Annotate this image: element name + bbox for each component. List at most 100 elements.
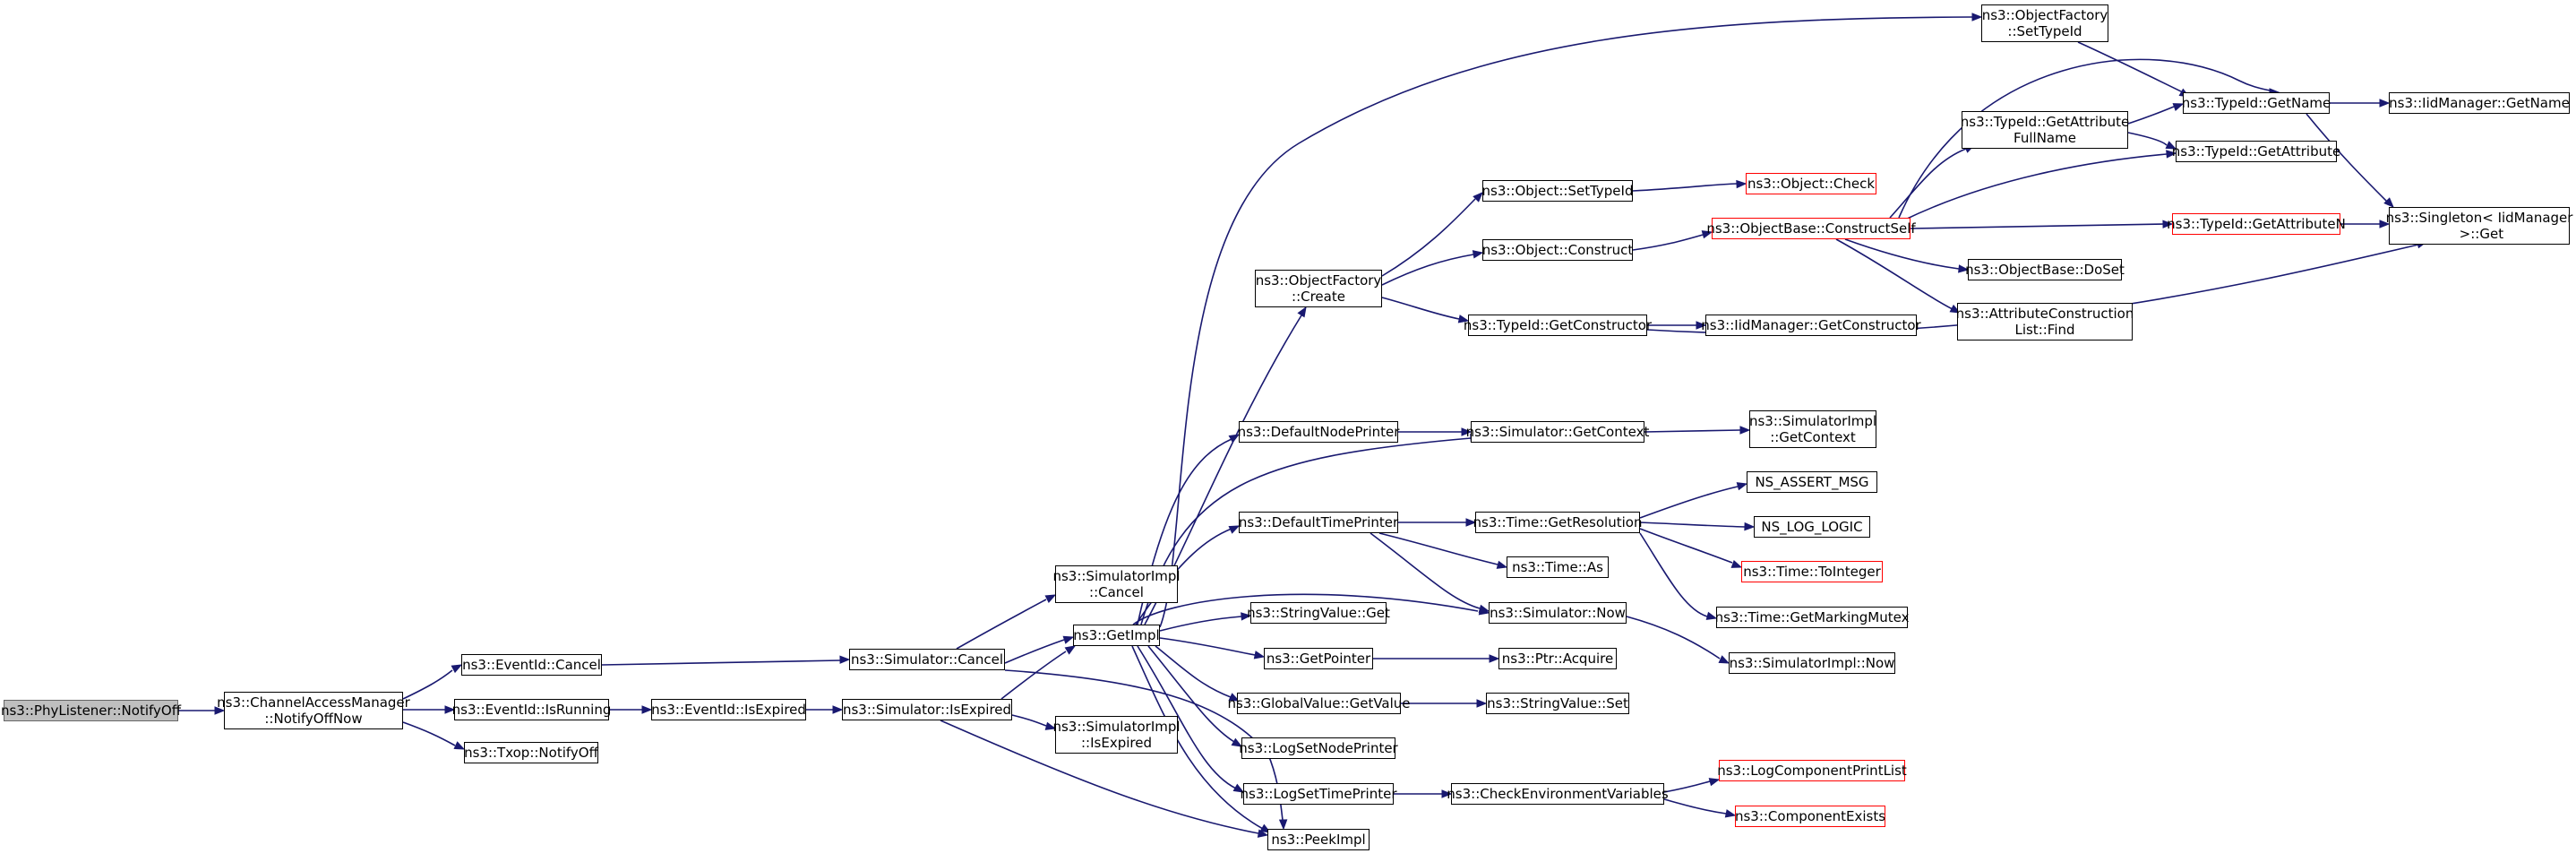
- call-edge: [1155, 645, 1232, 698]
- call-edge: [1889, 148, 1967, 219]
- arrowhead-icon: [1496, 560, 1508, 569]
- arrowhead-icon: [1228, 693, 1241, 702]
- call-edge: [956, 599, 1047, 650]
- node-singleton-iidmanager-get[interactable]: ns3::Singleton< IidManager >::Get: [2386, 207, 2572, 245]
- call-edge: [1132, 593, 1479, 625]
- arrowhead-icon: [1044, 721, 1057, 730]
- node-typeid-getconstructor[interactable]: ns3::TypeId::GetConstructor: [1464, 315, 1652, 336]
- arrowhead-icon: [1478, 604, 1490, 613]
- arrowhead-icon: [1701, 230, 1713, 239]
- call-edge: [601, 659, 841, 666]
- node-ptr-acquire[interactable]: ns3::Ptr::Acquire: [1498, 648, 1617, 669]
- node-objectbase-doset[interactable]: ns3::ObjectBase::DoSet: [1965, 259, 2125, 280]
- arrowhead-icon: [832, 705, 844, 714]
- node-logcomponentprintlist[interactable]: ns3::LogComponentPrintList: [1717, 760, 1907, 781]
- arrowhead-icon: [1232, 783, 1245, 793]
- arrowhead-icon: [1457, 315, 1470, 323]
- node-stringvalue-set[interactable]: ns3::StringValue::Set: [1486, 693, 1629, 714]
- node-time-tointeger[interactable]: ns3::Time::ToInteger: [1741, 561, 1883, 582]
- node-object-check[interactable]: ns3::Object::Check: [1746, 173, 1876, 194]
- node-iidmanager-getname[interactable]: ns3::IidManager::GetName: [2389, 92, 2570, 114]
- node-object-settypeid[interactable]: ns3::Object::SetTypeId: [1482, 180, 1633, 202]
- call-edge: [1844, 238, 1960, 270]
- call-edge: [1626, 616, 1721, 659]
- call-edge: [1644, 429, 1741, 433]
- node-simulator-now[interactable]: ns3::Simulator::Now: [1489, 602, 1627, 624]
- arrowhead-icon: [214, 706, 226, 715]
- arrowhead-icon: [1441, 789, 1453, 798]
- call-edge: [1381, 297, 1460, 320]
- call-edge: [1639, 486, 1739, 519]
- node-iidmanager-getconstructor[interactable]: ns3::IidManager::GetConstructor: [1701, 315, 1921, 336]
- node-time-as[interactable]: ns3::Time::As: [1507, 556, 1609, 578]
- node-time-getmarkingmutex[interactable]: ns3::Time::GetMarkingMutex: [1715, 607, 1909, 628]
- arrowhead-icon: [1231, 737, 1243, 747]
- node-logsetnodeprinter[interactable]: ns3::LogSetNodePrinter: [1239, 737, 1398, 759]
- node-peekimpl[interactable]: ns3::PeekImpl: [1267, 829, 1370, 850]
- node-objectfactory-settypeid[interactable]: ns3::ObjectFactory ::SetTypeId: [1981, 4, 2108, 42]
- node-globalvalue-getvalue[interactable]: ns3::GlobalValue::GetValue: [1227, 693, 1411, 714]
- node-typeid-getattributefullname[interactable]: ns3::TypeId::GetAttribute FullName: [1961, 111, 2129, 149]
- arrowhead-icon: [453, 741, 466, 750]
- arrowhead-icon: [1476, 699, 1488, 708]
- node-typeid-getattributen[interactable]: ns3::TypeId::GetAttributeN: [2167, 213, 2346, 235]
- call-edge: [1663, 798, 1727, 815]
- node-ns-log-logic[interactable]: NS_LOG_LOGIC: [1754, 516, 1870, 538]
- arrowhead-icon: [1228, 434, 1241, 444]
- node-logsettimeprinter[interactable]: ns3::LogSetTimePrinter: [1241, 783, 1397, 805]
- node-ns-assert-msg[interactable]: NS_ASSERT_MSG: [1747, 471, 1877, 493]
- node-attributeconstructionlist-find[interactable]: ns3::AttributeConstruction List::Find: [1956, 303, 2134, 340]
- call-edge: [1639, 522, 1746, 528]
- node-stringvalue-get[interactable]: ns3::StringValue::Get: [1247, 602, 1390, 624]
- arrowhead-icon: [1241, 612, 1252, 621]
- node-object-construct[interactable]: ns3::Object::Construct: [1482, 239, 1633, 261]
- node-channelaccessmanager-notifyoffnow[interactable]: ns3::ChannelAccessManager ::NotifyOffNow: [217, 692, 410, 729]
- node-simulatorimpl-isexpired[interactable]: ns3::SimulatorImpl ::IsExpired: [1052, 716, 1181, 754]
- node-typeid-getattribute[interactable]: ns3::TypeId::GetAttribute: [2172, 141, 2340, 162]
- arrowhead-icon: [1736, 482, 1748, 491]
- node-simulatorimpl-getcontext[interactable]: ns3::SimulatorImpl ::GetContext: [1749, 410, 1876, 448]
- node-phylistener-notifyoff: ns3::PhyListener::NotifyOff: [1, 700, 181, 721]
- call-edge: [1910, 223, 2164, 229]
- arrowhead-icon: [1696, 321, 1707, 330]
- node-eventid-cancel[interactable]: ns3::EventId::Cancel: [461, 654, 602, 676]
- node-txop-notifyoff[interactable]: ns3::Txop::NotifyOff: [464, 742, 598, 763]
- arrowhead-icon: [1739, 426, 1751, 435]
- arrowhead-icon: [2166, 150, 2177, 159]
- node-objectfactory-create[interactable]: ns3::ObjectFactory ::Create: [1255, 270, 1382, 307]
- call-edge: [1131, 645, 1264, 830]
- arrowhead-icon: [2379, 220, 2391, 228]
- arrowhead-icon: [1253, 651, 1266, 659]
- call-edge: [2127, 106, 2175, 125]
- node-defaultnodeprinter[interactable]: ns3::DefaultNodePrinter: [1238, 421, 1399, 443]
- arrowhead-icon: [1724, 809, 1737, 818]
- call-edge: [1159, 16, 1973, 628]
- node-eventid-isrunning[interactable]: ns3::EventId::IsRunning: [452, 699, 611, 720]
- node-objectbase-constructself[interactable]: ns3::ObjectBase::ConstructSelf: [1706, 218, 1916, 239]
- node-defaulttimeprinter[interactable]: ns3::DefaultTimePrinter: [1239, 512, 1398, 533]
- node-eventid-isexpired[interactable]: ns3::EventId::IsExpired: [651, 699, 806, 720]
- arrowhead-icon: [1257, 829, 1269, 838]
- node-simulator-cancel[interactable]: ns3::Simulator::Cancel: [849, 649, 1005, 670]
- call-edge: [1370, 532, 1481, 609]
- arrowhead-icon: [1705, 611, 1718, 620]
- node-getimpl[interactable]: ns3::GetImpl: [1073, 625, 1160, 646]
- node-simulatorimpl-now[interactable]: ns3::SimulatorImpl::Now: [1729, 652, 1895, 674]
- call-edge: [1902, 153, 2168, 221]
- arrowhead-icon: [1297, 306, 1307, 318]
- node-simulator-isexpired[interactable]: ns3::Simulator::IsExpired: [842, 699, 1012, 720]
- arrowhead-icon: [1744, 522, 1756, 531]
- node-componentexists[interactable]: ns3::ComponentExists: [1735, 806, 1885, 827]
- node-typeid-getname[interactable]: ns3::TypeId::GetName: [2182, 92, 2331, 114]
- node-checkenvironmentvariables[interactable]: ns3::CheckEnvironmentVariables: [1447, 783, 1669, 805]
- node-simulator-getcontext[interactable]: ns3::Simulator::GetContext: [1466, 421, 1649, 443]
- arrowhead-icon: [839, 655, 851, 664]
- node-time-getresolution[interactable]: ns3::Time::GetResolution: [1473, 512, 1642, 533]
- node-simulatorimpl-cancel[interactable]: ns3::SimulatorImpl ::Cancel: [1052, 565, 1181, 603]
- arrowhead-icon: [1708, 778, 1721, 787]
- node-getpointer[interactable]: ns3::GetPointer: [1264, 648, 1373, 669]
- call-edge: [1000, 651, 1067, 700]
- call-edge: [1639, 528, 1733, 564]
- call-edge: [1159, 637, 1256, 656]
